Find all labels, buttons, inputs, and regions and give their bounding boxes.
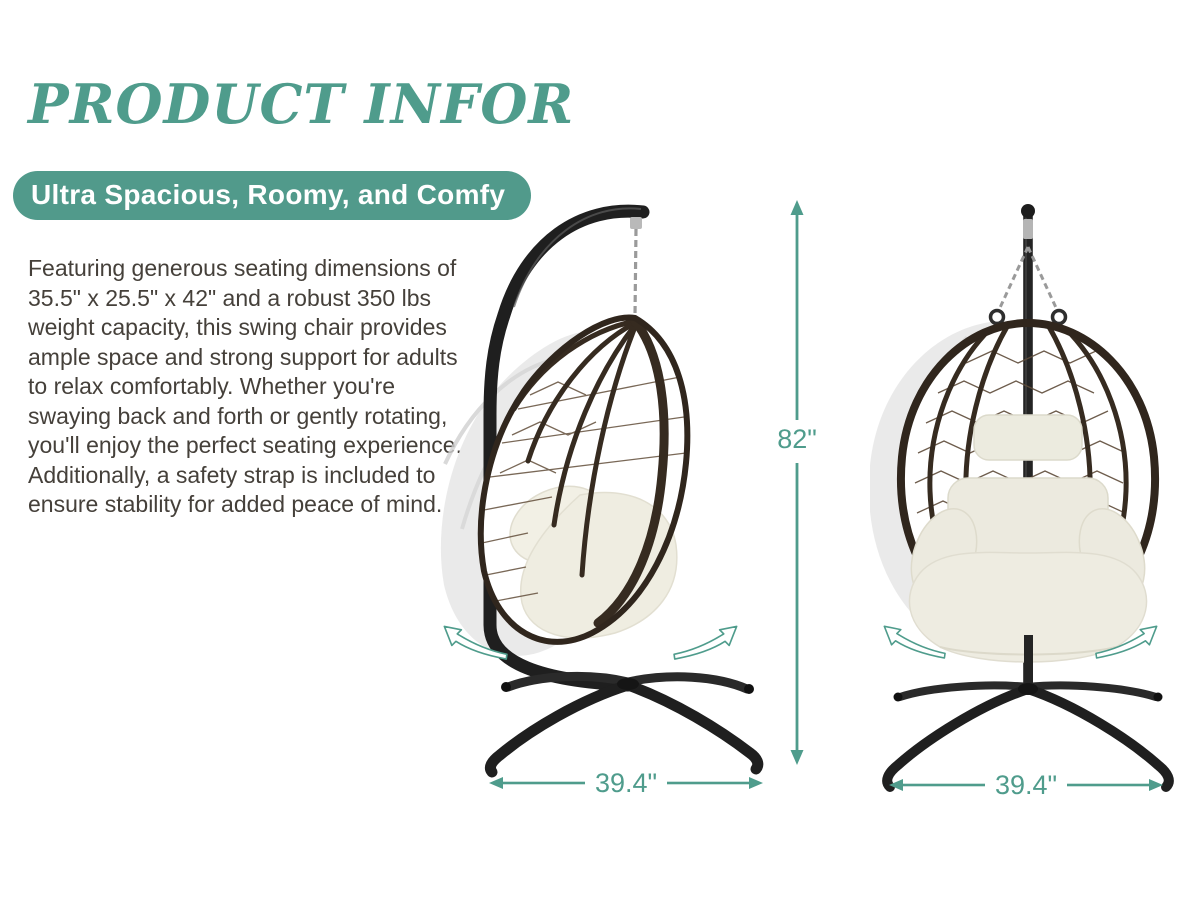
product-description: Featuring generous seating dimensions of… (28, 255, 462, 517)
arrow-left-segment (889, 779, 985, 791)
wicker-weave (481, 376, 687, 602)
width-dimension-side-view: 39.4" (489, 768, 769, 798)
egg-chair-side-view-figure (440, 204, 764, 778)
stand-base (882, 635, 1174, 792)
stand-base (484, 671, 764, 778)
hanger-hook (1023, 219, 1033, 239)
cushions (908, 414, 1148, 663)
hanger-hook (630, 217, 642, 229)
arrow-right-segment (667, 777, 764, 789)
width-dimension-front-view: 39.4" (889, 770, 1169, 800)
arrow-right-segment (1067, 779, 1164, 791)
stand-frame (483, 204, 650, 692)
egg-chair-front-view-figure (870, 204, 1174, 792)
seat-cushion (509, 485, 678, 639)
width-dimension-label: 39.4" (995, 769, 1058, 800)
width-dimension-label: 39.4" (595, 767, 658, 798)
height-dimension-arrow (790, 200, 804, 765)
hanging-chain (633, 228, 638, 317)
height-dimension-label: 82" (777, 424, 817, 454)
swing-arrow-right-icon (673, 625, 738, 660)
arrow-left-segment (489, 777, 585, 789)
tagline-badge: Ultra Spacious, Roomy, and Comfy (13, 171, 532, 220)
hanging-chains (988, 246, 1068, 326)
page-title: PRODUCT INFOR (28, 72, 575, 136)
